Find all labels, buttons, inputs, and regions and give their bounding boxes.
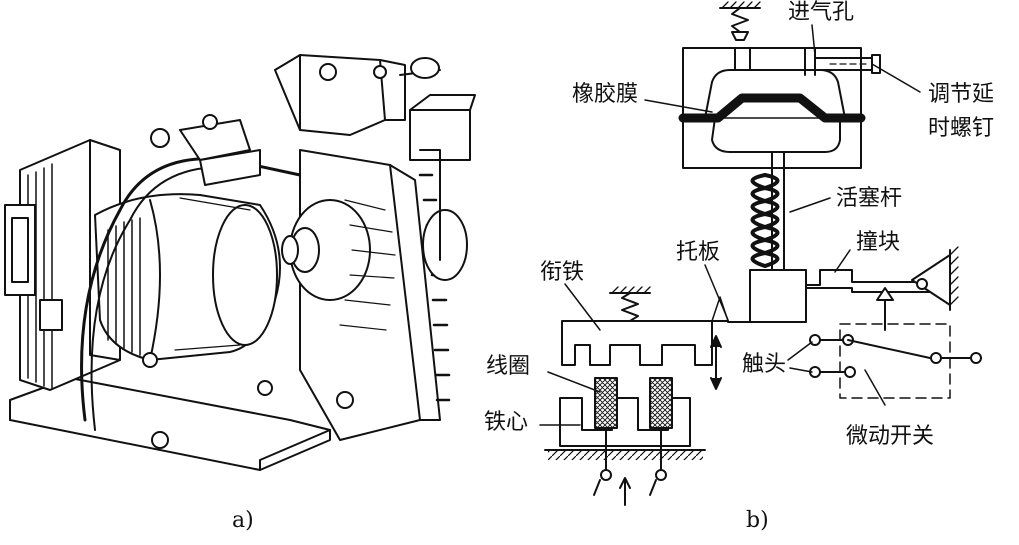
label-striker: 撞块 <box>856 230 901 255</box>
air-chamber <box>678 47 881 169</box>
relay-schematic <box>539 1 982 506</box>
label-piston-rod: 活塞杆 <box>836 186 903 211</box>
leader-lines <box>539 24 921 426</box>
label-inlet-hole: 进气孔 <box>788 0 855 25</box>
label-rubber-diaphragm: 橡胶膜 <box>572 82 639 107</box>
label-armature: 衔铁 <box>540 260 585 285</box>
striker-lever <box>805 246 959 331</box>
micro-switch <box>809 323 982 399</box>
coil-frame <box>4 139 121 391</box>
caption-b: b) <box>746 508 769 533</box>
label-contact: 触头 <box>742 352 787 377</box>
label-iron-core: 铁心 <box>484 410 529 435</box>
caption-a: a) <box>232 508 254 533</box>
label-coil: 线圈 <box>486 354 531 379</box>
piston-rod <box>749 151 807 323</box>
label-support-plate: 托板 <box>676 240 721 265</box>
electromagnet-cylinder <box>94 193 281 361</box>
label-adjust-screw-line2: 时螺钉 <box>928 116 995 141</box>
top-spring <box>719 1 761 41</box>
pneumatic-head <box>274 54 476 161</box>
air-chamber-disc <box>281 149 468 441</box>
relay-perspective-drawing <box>4 54 476 471</box>
electromagnet-schematic <box>544 286 751 506</box>
label-micro-switch: 微动开关 <box>846 424 935 449</box>
label-adjust-screw-line1: 调节延 <box>928 82 995 107</box>
